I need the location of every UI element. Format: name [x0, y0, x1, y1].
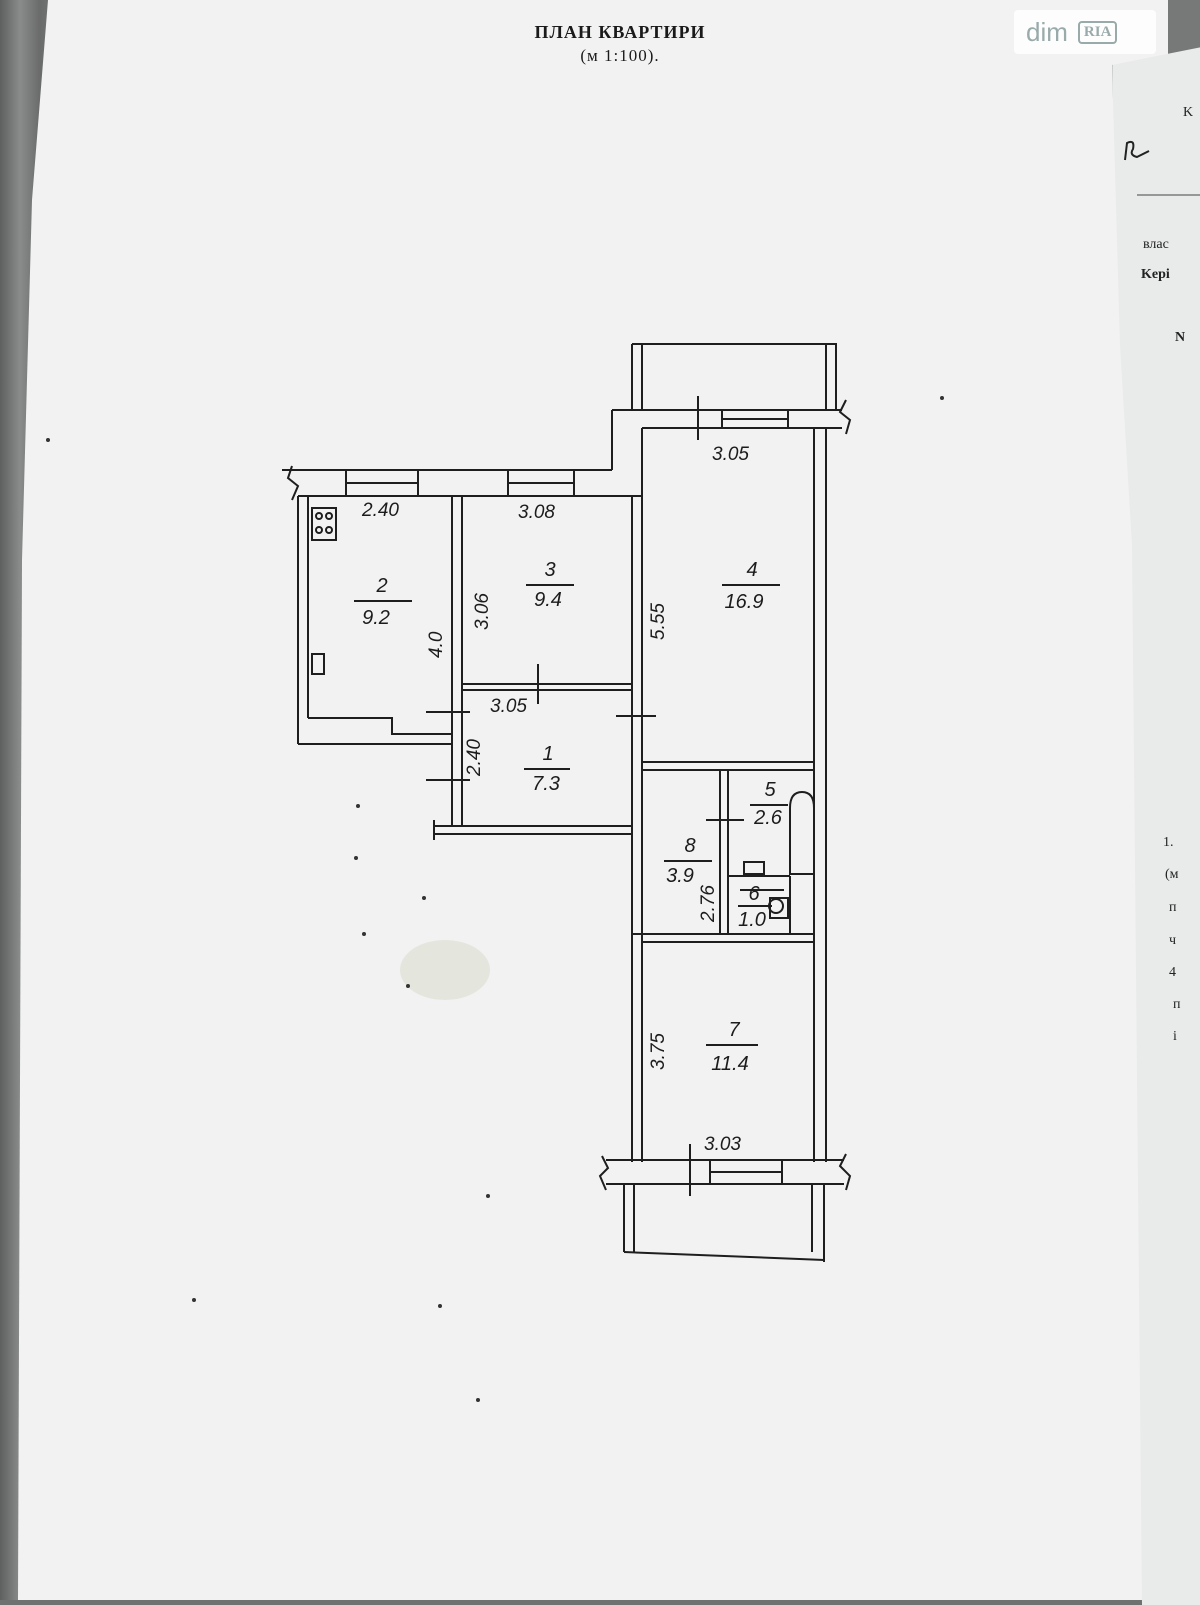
room-number-3: 3 — [544, 559, 555, 581]
right-sheet-line: N — [1175, 330, 1186, 345]
document-sheet — [18, 0, 1168, 1600]
right-sheet-line: 1. — [1163, 835, 1174, 850]
room-area-7: 11.4 — [711, 1053, 748, 1075]
dim-room7-width: 3.03 — [704, 1134, 741, 1155]
room-number-2: 2 — [375, 575, 387, 597]
watermark-badge: RIA — [1077, 20, 1118, 44]
plan-walls — [282, 343, 852, 1262]
room-area-5: 2.6 — [753, 807, 783, 829]
dim-room4-height: 5.55 — [648, 603, 669, 640]
dim-room1-height: 2.40 — [464, 739, 485, 777]
right-sheet-line: і — [1173, 1029, 1177, 1044]
dim-room7-height: 3.75 — [648, 1033, 669, 1070]
room-number-6: 6 — [748, 883, 760, 905]
room-number-5: 5 — [764, 779, 776, 801]
room-number-4: 4 — [746, 559, 757, 581]
right-sheet-line: 4 — [1169, 965, 1176, 980]
room-area-3: 9.4 — [534, 589, 562, 611]
right-sheet-line: п — [1173, 997, 1181, 1012]
watermark-text: dim — [1026, 16, 1068, 47]
room-area-8: 3.9 — [666, 865, 694, 887]
dimension-labels: 2.40 3.08 3.05 3.05 3.03 3.06 4.0 5.55 2… — [361, 444, 749, 1155]
room-number-7: 7 — [728, 1019, 740, 1041]
paper-stain — [400, 940, 490, 1000]
room-area-4: 16.9 — [725, 591, 764, 613]
signature-scribble — [1124, 140, 1200, 196]
room-area-1: 7.3 — [532, 773, 560, 795]
dim-room2-height: 4.0 — [426, 631, 447, 658]
dim-ria-watermark: dim RIA — [1014, 10, 1156, 54]
right-sheet-line: (м — [1165, 867, 1179, 882]
room-number-1: 1 — [542, 743, 553, 765]
dim-room8-height: 2.76 — [698, 885, 719, 923]
dim-room3-width: 3.08 — [518, 502, 555, 523]
right-sheet-line: влас — [1143, 237, 1169, 252]
plan-title: ПЛАН КВАРТИРИ — [534, 22, 706, 42]
dim-room3-height: 3.06 — [472, 593, 493, 630]
right-sheet-line: Keрі — [1141, 267, 1170, 282]
right-sheet-line: п — [1169, 900, 1177, 915]
room-number-8: 8 — [684, 835, 695, 857]
room-labels: 2 9.2 3 9.4 4 16.9 1 7.3 5 2.6 8 3.9 6 1… — [354, 559, 788, 1075]
dim-room1-width: 3.05 — [490, 696, 527, 717]
room-area-2: 9.2 — [362, 607, 390, 629]
plan-scale: (м 1:100). — [580, 46, 660, 65]
right-sheet-line: K — [1183, 105, 1194, 120]
right-sheet-line: ч — [1169, 933, 1177, 948]
dim-room2-width: 2.40 — [361, 500, 399, 521]
paper-specks — [46, 396, 944, 1402]
room-area-6: 1.0 — [738, 909, 766, 931]
dim-room4-width: 3.05 — [712, 444, 749, 465]
